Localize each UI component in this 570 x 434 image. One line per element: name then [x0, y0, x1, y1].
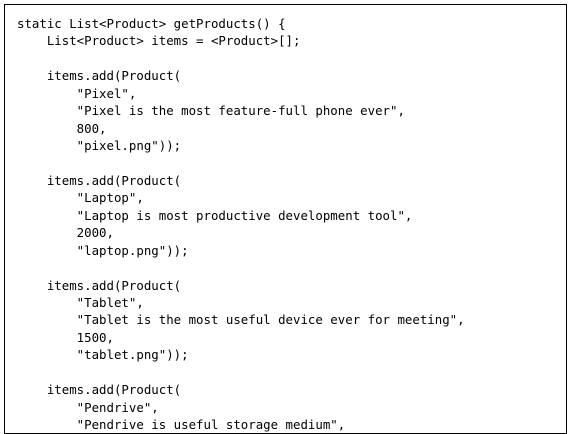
- code-line: "laptop.png"));: [17, 242, 189, 258]
- code-line: "Laptop",: [17, 190, 144, 206]
- code-line: "Pendrive",: [17, 399, 159, 415]
- code-line: [17, 50, 465, 67]
- code-line: "tablet.png"));: [17, 347, 189, 363]
- code-line: items.add(Product(: [17, 172, 182, 188]
- code-line: 1500,: [17, 329, 114, 345]
- code-line: static List<Product> getProducts() {: [17, 16, 286, 31]
- code-line: List<Product> items = <Product>[];: [17, 33, 301, 49]
- code-frame: static List<Product> getProducts() { Lis…: [4, 4, 567, 434]
- code-line: items.add(Product(: [17, 68, 182, 84]
- code-line: "Laptop is most productive development t…: [17, 207, 413, 223]
- code-line: 2000,: [17, 225, 114, 241]
- code-line: [17, 259, 465, 276]
- code-line: [17, 364, 465, 381]
- code-line: items.add(Product(: [17, 382, 182, 398]
- code-line: [17, 155, 465, 172]
- code-line: "Pendrive is useful storage medium",: [17, 417, 346, 433]
- code-line: "Pixel is the most feature-full phone ev…: [17, 103, 405, 119]
- code-line: items.add(Product(: [17, 277, 182, 293]
- code-line: 800,: [17, 120, 107, 136]
- code-line: "Tablet",: [17, 295, 144, 310]
- code-line: "Tablet is the most useful device ever f…: [17, 312, 465, 328]
- code-block: static List<Product> getProducts() { Lis…: [17, 15, 465, 434]
- code-line: "Pixel",: [17, 85, 137, 101]
- code-line: "pixel.png"));: [17, 138, 182, 154]
